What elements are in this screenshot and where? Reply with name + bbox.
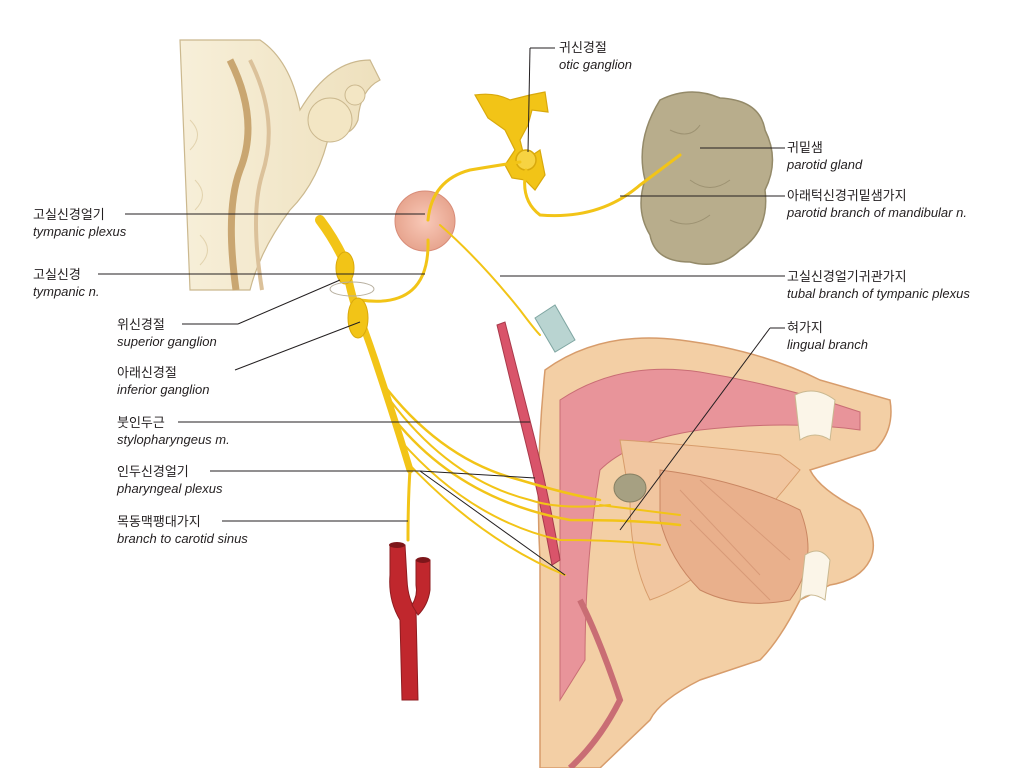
label-carotid-sinus-branch-en: branch to carotid sinus <box>117 531 248 546</box>
label-stylopharyngeus: 붓인두근 stylopharyngeus m. <box>117 414 230 448</box>
carotid-artery <box>389 542 431 701</box>
label-stylopharyngeus-en: stylopharyngeus m. <box>117 432 230 447</box>
palatine-tonsil <box>613 473 647 503</box>
jugular-foramen-ring <box>329 281 375 297</box>
label-pharyngeal-plexus: 인두신경얼기 pharyngeal plexus <box>117 463 223 497</box>
label-carotid-sinus-branch: 목동맥팽대가지 branch to carotid sinus <box>117 513 248 547</box>
label-parotid-branch: 아래턱신경귀밑샘가지 parotid branch of mandibular … <box>787 187 967 221</box>
label-superior-ganglion-ko: 위신경절 <box>117 317 165 332</box>
label-tubal-branch-ko: 고실신경얼기귀관가지 <box>787 269 907 284</box>
label-inferior-ganglion: 아래신경절 inferior ganglion <box>117 364 210 398</box>
temporal-bone <box>179 39 381 291</box>
label-lingual-branch-ko: 혀가지 <box>787 320 823 335</box>
parotid-gland <box>640 91 774 265</box>
label-otic-ganglion: 귀신경절 otic ganglion <box>559 39 632 73</box>
head-section <box>537 337 892 768</box>
label-inferior-ganglion-ko: 아래신경절 <box>117 365 177 380</box>
label-tubal-branch-en: tubal branch of tympanic plexus <box>787 286 970 301</box>
label-otic-ganglion-en: otic ganglion <box>559 57 632 72</box>
label-pharyngeal-plexus-en: pharyngeal plexus <box>117 481 223 496</box>
label-tympanic-n: 고실신경 tympanic n. <box>33 266 99 300</box>
label-tubal-branch: 고실신경얼기귀관가지 tubal branch of tympanic plex… <box>787 268 970 302</box>
label-parotid-branch-ko: 아래턱신경귀밑샘가지 <box>787 188 907 203</box>
label-tympanic-plexus-ko: 고실신경얼기 <box>33 207 105 222</box>
label-lingual-branch-en: lingual branch <box>787 337 868 352</box>
otic-ganglion-complex <box>474 91 549 191</box>
label-tympanic-plexus-en: tympanic plexus <box>33 224 127 239</box>
label-stylopharyngeus-ko: 붓인두근 <box>117 415 165 430</box>
label-otic-ganglion-ko: 귀신경절 <box>559 40 607 55</box>
inferior-ganglion-shape <box>347 297 369 339</box>
superior-ganglion-shape <box>335 251 355 285</box>
tympanic-plexus-region <box>394 190 456 252</box>
label-carotid-sinus-branch-ko: 목동맥팽대가지 <box>117 514 201 529</box>
label-inferior-ganglion-en: inferior ganglion <box>117 382 210 397</box>
label-pharyngeal-plexus-ko: 인두신경얼기 <box>117 464 189 479</box>
label-tympanic-n-ko: 고실신경 <box>33 267 81 282</box>
label-parotid-gland-en: parotid gland <box>787 157 863 172</box>
label-parotid-gland-ko: 귀밑샘 <box>787 140 823 155</box>
leader-lines <box>98 47 785 576</box>
label-lingual-branch: 혀가지 lingual branch <box>787 319 868 353</box>
label-parotid-branch-en: parotid branch of mandibular n. <box>787 205 967 220</box>
label-tympanic-plexus: 고실신경얼기 tympanic plexus <box>33 206 126 240</box>
auditory-tube <box>534 304 576 353</box>
label-tympanic-n-en: tympanic n. <box>33 284 100 299</box>
label-parotid-gland: 귀밑샘 parotid gland <box>787 139 862 173</box>
label-superior-ganglion-en: superior ganglion <box>117 334 217 349</box>
label-superior-ganglion: 위신경절 superior ganglion <box>117 316 217 350</box>
